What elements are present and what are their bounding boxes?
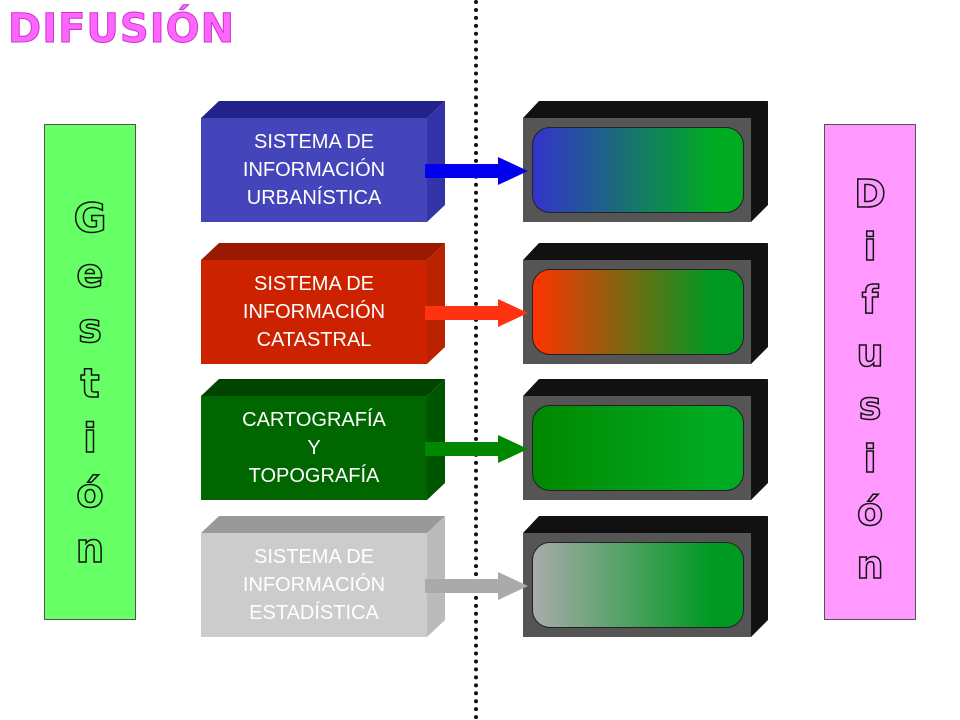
screen-display bbox=[532, 127, 744, 213]
screen-display bbox=[532, 405, 744, 491]
difusion-letter: s bbox=[858, 384, 882, 428]
system-box-urbanistica: SISTEMA DE INFORMACIÓN URBANÍSTICA bbox=[201, 118, 427, 222]
system-box-side bbox=[427, 379, 445, 500]
screen-top bbox=[523, 379, 768, 396]
arrow-3 bbox=[425, 572, 528, 600]
gestion-bar: G e s t i ó n bbox=[44, 124, 136, 620]
page-title: DIFUSIÓN bbox=[7, 6, 236, 53]
system-box-top bbox=[201, 379, 445, 396]
screen-side bbox=[751, 101, 768, 222]
screen-side bbox=[751, 243, 768, 364]
system-box-cartografia: CARTOGRAFÍA Y TOPOGRAFÍA bbox=[201, 396, 427, 500]
screen-top bbox=[523, 243, 768, 260]
difusion-letter: i bbox=[863, 437, 878, 481]
screen-top bbox=[523, 516, 768, 533]
difusion-bar: D i f u s i ó n bbox=[824, 124, 916, 620]
system-box-top bbox=[201, 101, 445, 118]
gestion-letter: n bbox=[75, 526, 105, 572]
difusion-letter: i bbox=[863, 225, 878, 269]
difusion-letter: n bbox=[856, 543, 885, 587]
gestion-letter: e bbox=[76, 251, 105, 297]
screen-side bbox=[751, 516, 768, 637]
screen-side bbox=[751, 379, 768, 500]
gestion-letter: i bbox=[82, 416, 97, 462]
difusion-letter: ó bbox=[856, 490, 884, 534]
dotted-divider bbox=[474, 0, 478, 720]
difusion-letter: u bbox=[856, 331, 885, 375]
arrow-1 bbox=[425, 299, 528, 327]
gestion-letter: t bbox=[80, 361, 101, 407]
difusion-letter: D bbox=[853, 172, 886, 216]
arrow-2 bbox=[425, 435, 528, 463]
system-box-top bbox=[201, 516, 445, 533]
screen-display bbox=[532, 542, 744, 628]
screen-top bbox=[523, 101, 768, 118]
gestion-letter: s bbox=[77, 306, 102, 352]
difusion-letter: f bbox=[861, 278, 879, 322]
system-box-top bbox=[201, 243, 445, 260]
screen-display bbox=[532, 269, 744, 355]
system-box-side bbox=[427, 243, 445, 364]
arrow-0 bbox=[425, 157, 528, 185]
system-box-side bbox=[427, 516, 445, 637]
system-box-estadistica: SISTEMA DE INFORMACIÓN ESTADÍSTICA bbox=[201, 533, 427, 637]
system-box-catastral: SISTEMA DE INFORMACIÓN CATASTRAL bbox=[201, 260, 427, 364]
system-box-side bbox=[427, 101, 445, 222]
gestion-letter: ó bbox=[75, 471, 104, 517]
gestion-letter: G bbox=[73, 196, 107, 242]
